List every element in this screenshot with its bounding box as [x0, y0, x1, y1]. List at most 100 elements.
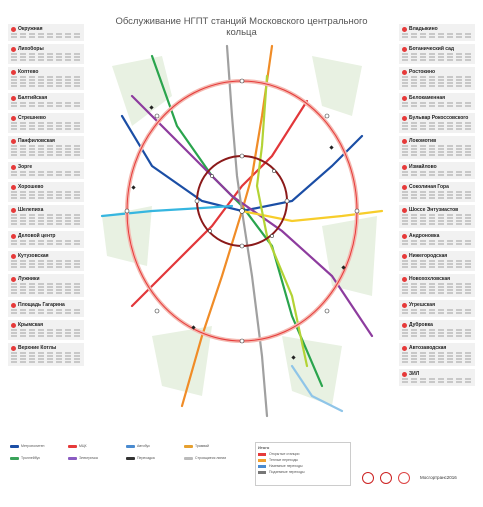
- route-list: [11, 214, 81, 225]
- underground-key: [258, 470, 266, 474]
- station-card[interactable]: Автозаводская: [399, 343, 475, 366]
- station-card[interactable]: Ботанический сад: [399, 44, 475, 64]
- station-name: Новохохловская: [409, 276, 451, 282]
- station-card[interactable]: Балтийская: [8, 93, 84, 110]
- station-card[interactable]: Владыкино: [399, 24, 475, 41]
- station-card-header: Площадь Гагарина: [11, 302, 81, 308]
- station-card-header: Локомотив: [402, 138, 472, 144]
- station-card[interactable]: Бульвар Рокоссовского: [399, 113, 475, 133]
- station-card[interactable]: Шелепиха: [8, 205, 84, 228]
- station-card[interactable]: Белокаменная: [399, 93, 475, 110]
- line-kalininskaya: [240, 209, 384, 223]
- route-list: [11, 329, 81, 337]
- station-card[interactable]: Стрешнево: [8, 113, 84, 133]
- station-card[interactable]: Андроновка: [399, 231, 475, 248]
- station-card-header: Панфиловская: [11, 138, 81, 144]
- route-row: [402, 56, 472, 58]
- station-card[interactable]: Лихоборы: [8, 44, 84, 64]
- route-row: [11, 36, 81, 38]
- station-card[interactable]: Верхние Котлы: [8, 343, 84, 366]
- station-card[interactable]: Панфиловская: [8, 136, 84, 159]
- station-card[interactable]: Площадь Гагарина: [8, 300, 84, 317]
- route-list: [402, 33, 472, 38]
- station-card[interactable]: Нижегородская: [399, 251, 475, 271]
- station-name: Стрешнево: [18, 115, 46, 121]
- station-card[interactable]: Измайлово: [399, 162, 475, 179]
- mck-station-icon: [402, 276, 407, 282]
- transit-map[interactable]: [92, 36, 391, 422]
- summary-row: Теплые переходы: [269, 458, 299, 462]
- route-row: [402, 378, 472, 380]
- route-row: [11, 352, 81, 354]
- station-card-header: Лихоборы: [11, 46, 81, 52]
- station-card[interactable]: Коптево: [8, 67, 84, 90]
- line-filyovskaya: [100, 204, 234, 218]
- route-list: [11, 171, 81, 176]
- route-list: [11, 283, 81, 294]
- route-list: [402, 102, 472, 107]
- station-card[interactable]: Дубровка: [399, 320, 475, 340]
- mck-station-icon: [11, 138, 16, 144]
- legend-item: МЦК: [68, 444, 87, 448]
- station-card[interactable]: Ростокино: [399, 67, 475, 90]
- route-row: [402, 145, 472, 147]
- station-name: Нижегородская: [409, 253, 448, 259]
- route-row: [11, 217, 81, 219]
- station-name: Соколиная Гора: [409, 184, 449, 190]
- route-row: [11, 85, 81, 87]
- station-name: Бульвар Рокоссовского: [409, 115, 469, 121]
- route-row: [402, 76, 472, 78]
- route-row: [11, 128, 81, 130]
- route-list: [11, 191, 81, 199]
- mck-station-icon: [402, 184, 407, 190]
- station-card-header: Ростокино: [402, 69, 472, 75]
- legend-swatch: [126, 444, 135, 448]
- station-card[interactable]: Крымская: [8, 320, 84, 340]
- mck-station-icon: [11, 26, 16, 32]
- route-row: [402, 289, 472, 291]
- station-card[interactable]: Окружная: [8, 24, 84, 41]
- route-row: [11, 151, 81, 153]
- route-row: [11, 79, 81, 81]
- mck-station-icon: [402, 233, 407, 239]
- station-card[interactable]: Зорге: [8, 162, 84, 179]
- route-row: [402, 154, 472, 156]
- route-row: [11, 283, 81, 285]
- station-card[interactable]: Лужники: [8, 274, 84, 297]
- route-row: [11, 309, 81, 311]
- station-card[interactable]: Соколиная Гора: [399, 182, 475, 202]
- line-lyublinskaya: [255, 74, 309, 368]
- station-card[interactable]: Хорошево: [8, 182, 84, 202]
- mck-station-icon: [11, 164, 16, 170]
- station-card[interactable]: Кутузовская: [8, 251, 84, 271]
- route-list: [11, 76, 81, 87]
- route-row: [11, 240, 81, 242]
- station-card[interactable]: Локомотив: [399, 136, 475, 159]
- station-card[interactable]: Новохохловская: [399, 274, 475, 297]
- route-list: [11, 240, 81, 245]
- route-row: [402, 105, 472, 107]
- legend-item: Автобус: [126, 444, 150, 448]
- station-name: Окружная: [18, 26, 43, 32]
- mck-station-icon: [402, 138, 407, 144]
- route-row: [402, 243, 472, 245]
- logo-row: [362, 472, 416, 484]
- station-card[interactable]: ЗИЛ: [399, 369, 475, 386]
- station-card-header: ЗИЛ: [402, 371, 472, 377]
- station-card[interactable]: Угрешская: [399, 300, 475, 317]
- station-card[interactable]: Деловой центр: [8, 231, 84, 248]
- legend-swatch: [184, 444, 193, 448]
- route-row: [11, 260, 81, 262]
- station-card[interactable]: Шоссе Энтузиастов: [399, 205, 475, 228]
- station-card-header: Дубровка: [402, 322, 472, 328]
- route-list: [402, 122, 472, 130]
- station-name: Балтийская: [18, 95, 48, 101]
- route-row: [11, 82, 81, 84]
- station-name: Крымская: [18, 322, 43, 328]
- station-name: Ростокино: [409, 69, 436, 75]
- route-list: [402, 240, 472, 245]
- mck-station-icon: [11, 184, 16, 190]
- route-list: [402, 378, 472, 383]
- mck-station-icon: [11, 46, 16, 52]
- mck-station-icon: [11, 253, 16, 259]
